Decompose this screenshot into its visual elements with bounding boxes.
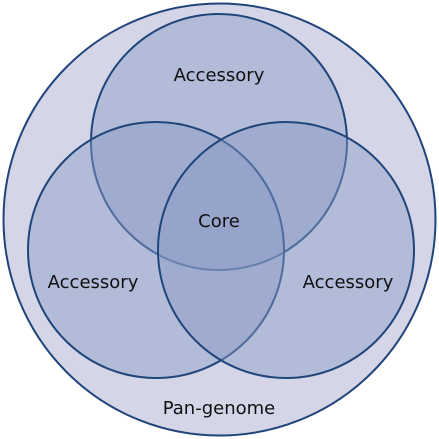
pan-genome-label: Pan-genome xyxy=(163,398,276,419)
accessory-label-right: Accessory xyxy=(303,272,394,293)
accessory-label-left: Accessory xyxy=(48,272,139,293)
accessory-label-top: Accessory xyxy=(174,65,265,86)
core-label: Core xyxy=(198,211,240,232)
accessory-circles xyxy=(27,13,415,379)
accessory-circle-left xyxy=(27,121,285,379)
accessory-circle-right xyxy=(157,121,415,379)
